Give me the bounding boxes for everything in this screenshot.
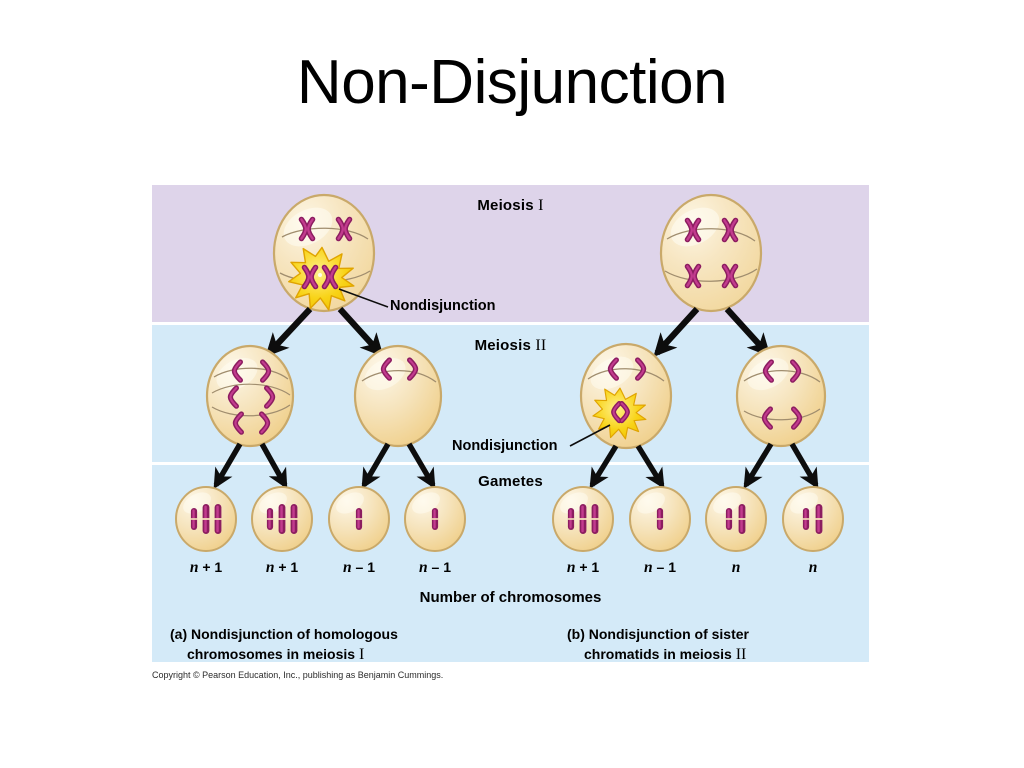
diagram-artwork bbox=[152, 193, 869, 670]
cell-meiosis1-left bbox=[272, 193, 376, 313]
gamete-label-4-n: n bbox=[419, 559, 428, 576]
gamete-label-2: n + 1 bbox=[247, 559, 317, 577]
gamete-label-6-op: – 1 bbox=[656, 559, 676, 575]
caption-a-numeral: I bbox=[358, 645, 365, 663]
cell-meiosis2-b1 bbox=[579, 342, 673, 450]
gamete-label-8: n bbox=[778, 559, 848, 577]
gamete-label-6: n – 1 bbox=[625, 559, 695, 577]
gamete-cell-3 bbox=[328, 486, 390, 552]
caption-a-line2-wrap: chromosomes in meiosis I bbox=[170, 644, 398, 666]
gamete-label-1: n + 1 bbox=[171, 559, 241, 577]
gamete-label-6-n: n bbox=[644, 559, 653, 576]
gamete-label-1-op: + 1 bbox=[202, 559, 223, 575]
band-title-meiosis-2-text: Meiosis bbox=[474, 337, 531, 354]
gamete-label-4-op: – 1 bbox=[431, 559, 451, 575]
gamete-label-3-n: n bbox=[343, 559, 352, 576]
gamete-label-5-n: n bbox=[566, 559, 576, 576]
gamete-label-2-n: n bbox=[265, 559, 275, 576]
gamete-label-5: n + 1 bbox=[548, 559, 618, 577]
gamete-label-7: n bbox=[701, 559, 771, 577]
gamete-cell-5 bbox=[552, 486, 614, 552]
arrow-m2a2-to-g3 bbox=[361, 442, 391, 490]
nondisjunction-figure: Meiosis I Meiosis II Gametes bbox=[152, 185, 869, 670]
caption-b-line2: chromatids in meiosis bbox=[584, 645, 732, 662]
gamete-label-2-op: + 1 bbox=[278, 559, 299, 575]
arrow-m1l-to-m2a bbox=[265, 306, 313, 357]
gamete-cell-6 bbox=[629, 486, 691, 552]
arrow-m1l-to-m2b bbox=[337, 306, 384, 358]
caption-a-line1: (a) Nondisjunction of homologous bbox=[170, 626, 398, 642]
arrow-m1r-to-m2c bbox=[653, 306, 700, 358]
cell-meiosis2-a1 bbox=[205, 344, 295, 448]
caption-a-line2: chromosomes in meiosis bbox=[187, 645, 356, 662]
caption-b: (b) Nondisjunction of sister chromatids … bbox=[567, 625, 749, 665]
nondisjunction-label-1: Nondisjunction bbox=[390, 298, 496, 314]
band-title-meiosis-1-text: Meiosis bbox=[477, 197, 534, 214]
gamete-label-1-n: n bbox=[189, 559, 199, 576]
gamete-label-5-op: + 1 bbox=[579, 559, 600, 575]
gamete-label-8-n: n bbox=[808, 559, 818, 576]
gamete-cell-1 bbox=[175, 486, 237, 552]
arrow-m2b2-to-g7 bbox=[743, 442, 774, 490]
gamete-label-4: n – 1 bbox=[400, 559, 470, 577]
gamete-cell-2 bbox=[251, 486, 313, 552]
caption-b-line1: (b) Nondisjunction of sister bbox=[567, 626, 749, 642]
arrow-m2a2-to-g4 bbox=[406, 442, 436, 490]
gamete-label-7-n: n bbox=[731, 559, 741, 576]
copyright-notice: Copyright © Pearson Education, Inc., pub… bbox=[152, 670, 444, 680]
nondisjunction-leader-1 bbox=[338, 288, 389, 308]
band-title-meiosis-2: Meiosis II bbox=[152, 337, 869, 355]
gamete-cell-8 bbox=[782, 486, 844, 552]
cell-meiosis2-a2 bbox=[353, 344, 443, 448]
nondisjunction-leader-2 bbox=[569, 424, 611, 447]
gamete-label-3: n – 1 bbox=[324, 559, 394, 577]
nondisjunction-label-2: Nondisjunction bbox=[452, 438, 558, 454]
arrow-m2a1-to-g1 bbox=[213, 442, 243, 490]
caption-b-numeral: II bbox=[735, 645, 747, 663]
cell-meiosis1-right bbox=[659, 193, 763, 313]
band-title-meiosis-1: Meiosis I bbox=[152, 197, 869, 215]
arrow-m2a1-to-g2 bbox=[259, 442, 288, 490]
caption-b-line2-wrap: chromatids in meiosis II bbox=[567, 644, 749, 666]
band-title-gametes: Gametes bbox=[478, 473, 543, 490]
gamete-cell-4 bbox=[404, 486, 466, 552]
band-title-meiosis-1-numeral: I bbox=[538, 197, 544, 214]
arrow-m2b1-to-g5 bbox=[589, 444, 619, 490]
caption-a: (a) Nondisjunction of homologous chromos… bbox=[170, 625, 398, 665]
arrow-m2b1-to-g6 bbox=[635, 444, 665, 490]
page-title: Non-Disjunction bbox=[296, 48, 728, 117]
gamete-label-3-op: – 1 bbox=[355, 559, 375, 575]
band-title-meiosis-2-numeral: II bbox=[535, 337, 547, 354]
gamete-cell-7 bbox=[705, 486, 767, 552]
arrow-m2b2-to-g8 bbox=[789, 442, 819, 490]
cell-meiosis2-b2 bbox=[735, 344, 827, 448]
arrow-m1r-to-m2d bbox=[724, 306, 771, 358]
number-of-chromosomes-label: Number of chromosomes bbox=[419, 589, 602, 606]
